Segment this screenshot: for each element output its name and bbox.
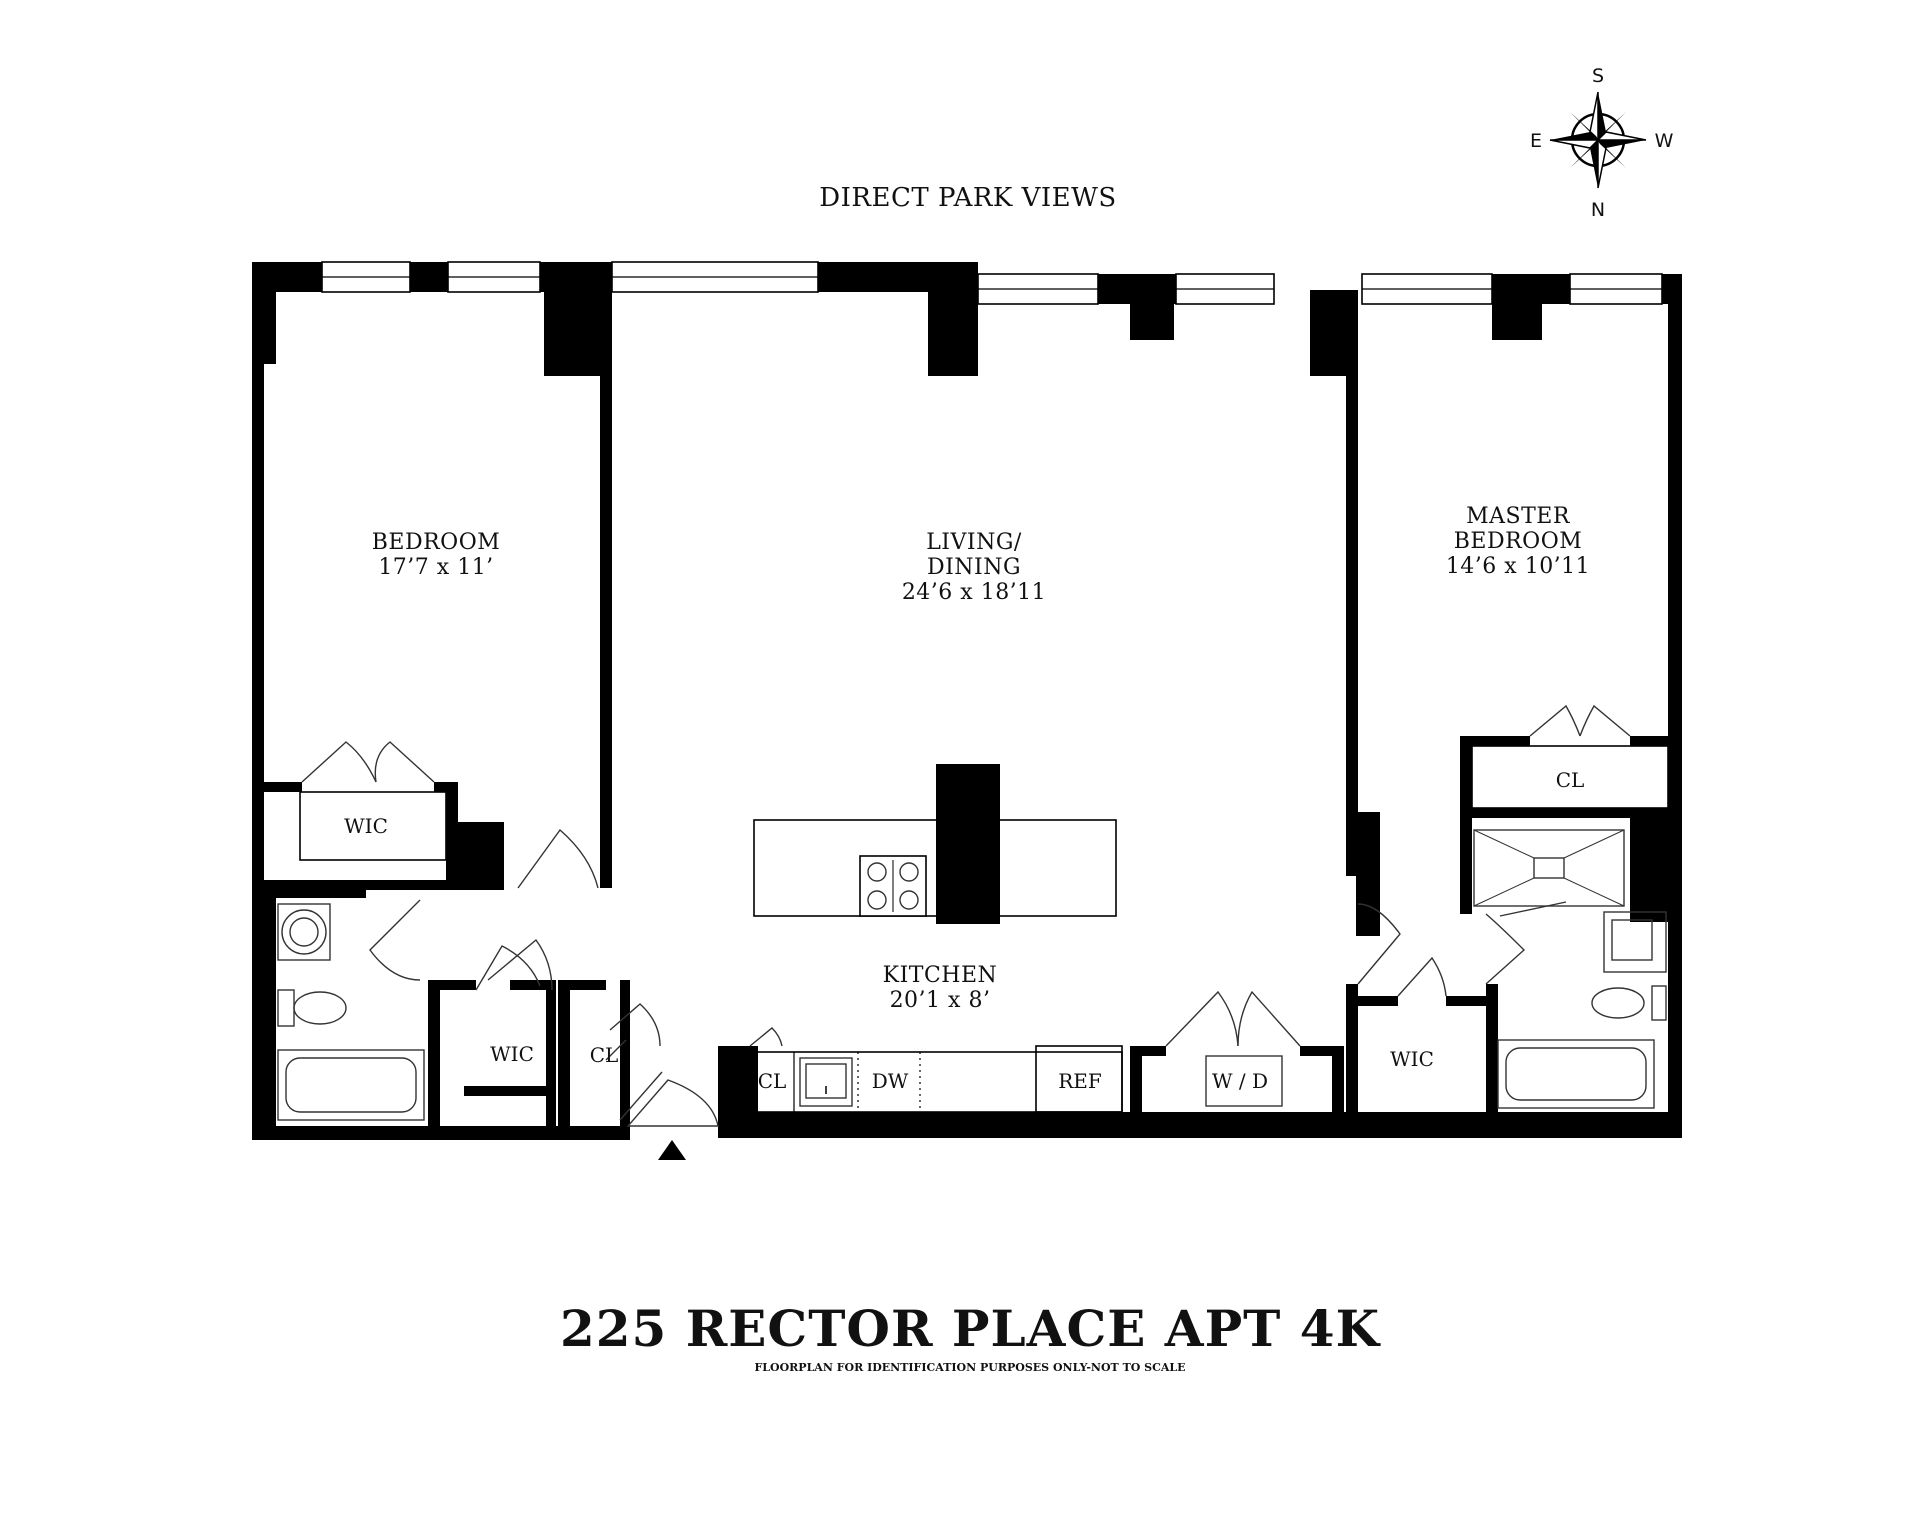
bathtub-icon [1497, 1039, 1655, 1109]
kitchen-counter [751, 1045, 1123, 1113]
label-cl-master: CL [1556, 768, 1585, 792]
compass-south-label: S [1592, 65, 1604, 87]
washer-dryer-icon [1205, 1055, 1283, 1107]
sink-icon [277, 903, 331, 961]
listing-title: 225 RECTOR PLACE APT 4K [560, 1299, 1381, 1358]
exterior-walls [252, 261, 1682, 1140]
views-label: DIRECT PARK VIEWS [819, 183, 1116, 213]
room-master-name-2: BEDROOM [1454, 529, 1583, 554]
label-wic-master: WIC [1390, 1047, 1434, 1071]
compass-east-label: E [1530, 130, 1542, 152]
doors [301, 704, 1631, 1127]
compass-west-label: W [1655, 130, 1674, 152]
label-ref: REF [1058, 1069, 1102, 1093]
bathtub-icon [277, 1049, 425, 1121]
label-wic-hall: WIC [490, 1042, 534, 1066]
compass-rose-icon [1549, 91, 1647, 189]
room-master-size: 14’6 x 10’11 [1446, 554, 1590, 579]
entry-arrow-icon [658, 1140, 686, 1160]
label-cl-kitchen: CL [758, 1069, 787, 1093]
room-living-size: 24’6 x 18’11 [902, 580, 1046, 605]
room-living-name-1: LIVING/ [926, 530, 1022, 555]
cooktop-icon [859, 855, 927, 917]
bath-master-fixtures [1473, 829, 1667, 1109]
label-wd: W / D [1212, 1069, 1268, 1093]
room-living-name-2: DINING [927, 555, 1021, 580]
disclaimer: FLOORPLAN FOR IDENTIFICATION PURPOSES ON… [754, 1361, 1185, 1374]
label-dw: DW [872, 1069, 909, 1093]
interior-walls [264, 290, 1670, 1126]
toilet-icon [1591, 985, 1667, 1021]
room-kitchen-size: 20’1 x 8’ [890, 988, 991, 1013]
room-master-name-1: MASTER [1466, 504, 1571, 529]
toilet-icon [277, 989, 347, 1027]
bath-left-fixtures [277, 903, 425, 1121]
vanity-sink-icon [1603, 911, 1667, 973]
kitchen-sink-icon [799, 1057, 853, 1107]
label-wic-bedroom: WIC [344, 814, 388, 838]
room-bedroom-size: 17’7 x 11’ [378, 555, 493, 580]
room-kitchen-name: KITCHEN [883, 963, 998, 988]
kitchen-island [753, 764, 1117, 924]
label-cl-hall: CL [590, 1043, 619, 1067]
shower-icon [1473, 829, 1625, 907]
room-bedroom-name: BEDROOM [372, 530, 501, 555]
compass-north-label: N [1591, 199, 1605, 221]
